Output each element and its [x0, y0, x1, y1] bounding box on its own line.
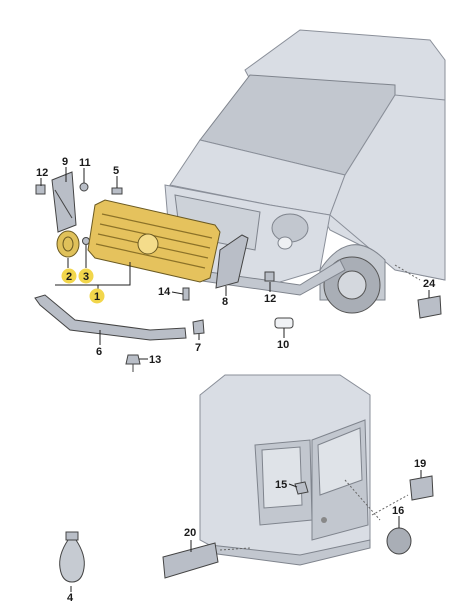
callout-20: 20: [184, 527, 196, 539]
handle-part-15: [294, 481, 309, 495]
callout-2: 2: [66, 271, 72, 283]
strip-part-6: [34, 294, 187, 341]
leader-lines-rear: [70, 470, 422, 592]
callout-4: 4: [67, 592, 74, 604]
screw-part-5: [111, 187, 123, 195]
clip-part-12-left: [35, 184, 46, 195]
callout-7: 7: [195, 342, 201, 354]
callout-8: 8: [222, 296, 228, 308]
emblem-part-2: [56, 230, 80, 258]
bolt-part-13: [125, 354, 141, 365]
rear-window-left: [261, 446, 303, 509]
van-front-view: [164, 29, 446, 314]
callout-12-left: 12: [36, 167, 48, 179]
bulb-part-4: [59, 539, 85, 583]
callout-24: 24: [423, 278, 436, 290]
screw-part-14: [182, 287, 190, 301]
callout-16: 16: [392, 505, 404, 517]
headlight: [271, 213, 309, 243]
sticker-part-24: [417, 295, 442, 319]
callout-highlight-2: [61, 268, 77, 284]
callout-10: 10: [277, 339, 289, 351]
strip-part-20: [162, 542, 219, 579]
screw-part-11: [79, 182, 89, 192]
rear-window-right: [317, 427, 363, 496]
callout-13: 13: [149, 354, 161, 366]
callout-9: 9: [62, 156, 68, 168]
callout-3: 3: [83, 271, 89, 283]
grille-part-1: [87, 199, 221, 283]
van-rear-view: [199, 374, 371, 566]
callout-14: 14: [158, 286, 171, 298]
callout-5: 5: [113, 165, 119, 177]
callout-15: 15: [275, 479, 287, 491]
callout-19: 19: [414, 458, 426, 470]
callout-12-right: 12: [264, 293, 276, 305]
callout-6: 6: [96, 346, 102, 358]
plug-part-7: [192, 319, 205, 335]
badge-part-19: [409, 475, 434, 501]
trim-part-8: [215, 234, 249, 289]
callout-highlight-3: [78, 268, 94, 284]
fog-light: [277, 236, 293, 250]
clip-part-12-right: [264, 271, 275, 282]
emblem-part-16: [386, 527, 412, 555]
bracket-part-9: [51, 171, 77, 233]
callout-highlight-1: [89, 288, 105, 304]
nut-part-3: [82, 237, 90, 245]
callout-1: 1: [94, 291, 100, 303]
callout-11: 11: [79, 157, 91, 169]
cover-part-10: [274, 317, 294, 329]
